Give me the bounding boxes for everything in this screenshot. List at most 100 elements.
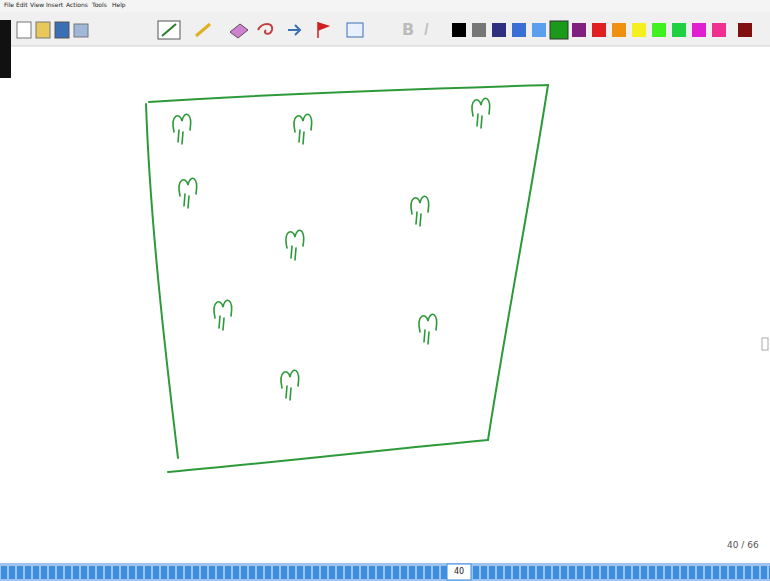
progress-segment (369, 566, 375, 579)
progress-segment (169, 566, 175, 579)
color-swatches (452, 21, 752, 39)
progress-segment (529, 566, 535, 579)
progress-segment (633, 566, 639, 579)
progress-segment (257, 566, 263, 579)
progress-segment (305, 566, 311, 579)
menu-bar (0, 0, 770, 12)
progress-segment (721, 566, 727, 579)
progress-segment (601, 566, 607, 579)
progress-segment (217, 566, 223, 579)
progress-segment (345, 566, 351, 579)
quadrat-outline (146, 85, 548, 472)
progress-segment (649, 566, 655, 579)
progress-segment (105, 566, 111, 579)
progress-segment (521, 566, 527, 579)
progress-segment (145, 566, 151, 579)
bold-button: B (402, 22, 414, 38)
progress-segment (681, 566, 687, 579)
progress-segment (49, 566, 55, 579)
progress-segment (97, 566, 103, 579)
progress-segment (769, 566, 770, 579)
toolbar-icons (17, 21, 363, 39)
toolbar (0, 12, 770, 46)
progress-segment (65, 566, 71, 579)
progress-segment (689, 566, 695, 579)
progress-segment (561, 566, 567, 579)
progress-segment (641, 566, 647, 579)
progress-segment (81, 566, 87, 579)
progress-segment (625, 566, 631, 579)
progress-segment (617, 566, 623, 579)
progress-segment (321, 566, 327, 579)
slide-progress-bar (0, 563, 770, 581)
progress-segment (697, 566, 703, 579)
progress-segment (609, 566, 615, 579)
menu-item: View (30, 2, 44, 8)
progress-segment (225, 566, 231, 579)
progress-segment (361, 566, 367, 579)
progress-segment (161, 566, 167, 579)
progress-segment (9, 566, 15, 579)
plant-sketch (173, 114, 191, 144)
italic-button: I (424, 22, 429, 38)
progress-segment (57, 566, 63, 579)
progress-segment (273, 566, 279, 579)
menu-item: Insert (46, 2, 63, 8)
progress-segment (553, 566, 559, 579)
progress-segment (441, 566, 447, 579)
progress-segment (585, 566, 591, 579)
progress-segment (505, 566, 511, 579)
menu-item: Tools (92, 2, 107, 8)
progress-segment (497, 566, 503, 579)
progress-segment (433, 566, 439, 579)
current-slide-box (447, 564, 471, 580)
plant-sketch (419, 314, 437, 344)
progress-segment (569, 566, 575, 579)
progress-segment (313, 566, 319, 579)
progress-segment (593, 566, 599, 579)
progress-segment (545, 566, 551, 579)
progress-segment (425, 566, 431, 579)
progress-segment (705, 566, 711, 579)
progress-segment (185, 566, 191, 579)
progress-segment (289, 566, 295, 579)
progress-segment (337, 566, 343, 579)
plant-sketch (472, 98, 490, 128)
progress-segment (657, 566, 663, 579)
plant-sketch (179, 178, 197, 208)
progress-segment (745, 566, 751, 579)
progress-segment (537, 566, 543, 579)
progress-segment (385, 566, 391, 579)
progress-segment (121, 566, 127, 579)
progress-segment (201, 566, 207, 579)
progress-segment (1, 566, 7, 579)
progress-segment (17, 566, 23, 579)
progress-segment (249, 566, 255, 579)
scroll-marker (762, 338, 768, 350)
progress-segment (737, 566, 743, 579)
progress-segment (129, 566, 135, 579)
progress-segment (489, 566, 495, 579)
progress-segment (753, 566, 759, 579)
progress-segment (729, 566, 735, 579)
progress-segment (761, 566, 767, 579)
progress-segment (417, 566, 423, 579)
progress-segment (297, 566, 303, 579)
progress-segment (265, 566, 271, 579)
progress-segment (577, 566, 583, 579)
side-marker (0, 20, 11, 78)
toolbar-border (0, 46, 770, 47)
progress-segment (481, 566, 487, 579)
plant-sketch (214, 300, 232, 330)
progress-segment (513, 566, 519, 579)
progress-segment (377, 566, 383, 579)
menu-item: File (4, 2, 14, 8)
progress-segment (73, 566, 79, 579)
progress-segment (25, 566, 31, 579)
progress-track (0, 563, 770, 581)
progress-segment (177, 566, 183, 579)
progress-segment (353, 566, 359, 579)
progress-segment (209, 566, 215, 579)
progress-segment (89, 566, 95, 579)
